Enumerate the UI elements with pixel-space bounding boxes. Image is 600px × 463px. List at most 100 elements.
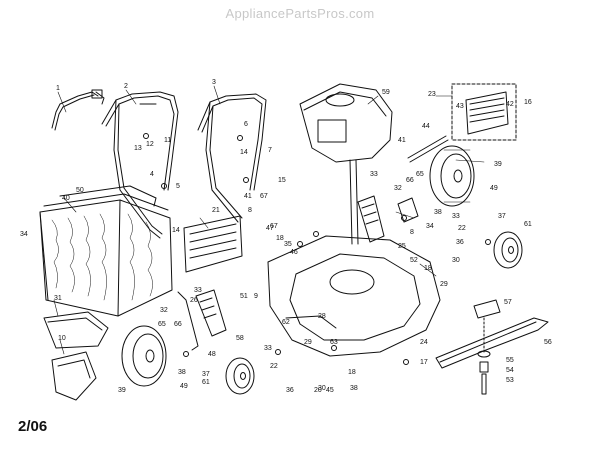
callout-16: 16	[524, 99, 532, 106]
callout-12: 12	[146, 141, 154, 148]
callout-56: 56	[544, 339, 552, 346]
grass-catcher-bag	[39, 185, 173, 317]
callout-66b: 66	[174, 321, 182, 328]
callout-20: 20	[314, 387, 322, 394]
callout-42: 42	[506, 101, 514, 108]
callout-51: 51	[240, 293, 248, 300]
callout-8b: 8	[248, 207, 252, 214]
lower-handle-part	[51, 89, 105, 131]
callout-39a: 39	[494, 161, 502, 168]
callout-2: 2	[124, 83, 128, 90]
callout-30b: 30	[318, 385, 326, 392]
leader-lines	[53, 85, 485, 355]
front-wheel-left	[225, 357, 255, 395]
callout-15: 15	[278, 177, 286, 184]
callout-29b: 29	[304, 339, 312, 346]
callout-67a: 67	[260, 193, 268, 200]
callout-65a: 65	[416, 171, 424, 178]
callout-30a: 30	[452, 257, 460, 264]
callout-40: 40	[62, 195, 70, 202]
engine	[299, 83, 393, 245]
callout-29a: 29	[440, 281, 448, 288]
callout-33a: 33	[370, 171, 378, 178]
callout-4: 4	[150, 171, 154, 178]
callout-38b: 38	[178, 369, 186, 376]
discharge-cover	[51, 351, 97, 401]
callout-53: 53	[506, 377, 514, 384]
rear-baffle	[183, 215, 243, 273]
callout-52: 52	[410, 257, 418, 264]
callout-61a: 61	[524, 221, 532, 228]
callout-38a: 38	[434, 209, 442, 216]
revision-date: 2/06	[18, 418, 48, 435]
callout-38c: 38	[350, 385, 358, 392]
callout-33d: 33	[264, 345, 272, 352]
callout-11: 11	[164, 137, 171, 144]
callout-31: 31	[54, 295, 62, 302]
rear-wheel-left	[121, 325, 167, 387]
watermark-text: AppliancePartsPros.com	[225, 6, 375, 21]
callout-63: 63	[330, 339, 338, 346]
callout-5: 5	[176, 183, 180, 190]
callout-47: 47	[266, 225, 274, 232]
callout-13: 13	[134, 145, 142, 152]
callout-26: 26	[190, 297, 198, 304]
middle-handle-part	[197, 93, 267, 223]
callout-8a: 8	[410, 229, 414, 236]
callout-61b: 61	[202, 379, 210, 386]
rear-door	[465, 91, 509, 135]
cutting-blade	[435, 317, 549, 369]
callout-14b: 14	[240, 149, 248, 156]
callout-57: 57	[504, 299, 512, 306]
height-adjuster-left	[177, 289, 227, 351]
callout-37b: 37	[202, 371, 210, 378]
callout-44: 44	[422, 123, 430, 130]
callout-1: 1	[56, 85, 60, 92]
callout-21: 21	[212, 207, 220, 214]
callout-18c: 18	[348, 369, 356, 376]
callout-66a: 66	[406, 177, 414, 184]
blade-adapter-stack	[473, 299, 501, 395]
callout-33c: 33	[194, 287, 202, 294]
callout-33b: 33	[452, 213, 460, 220]
callout-41b: 41	[244, 193, 252, 200]
callout-6: 6	[244, 121, 248, 128]
upper-handle-part	[101, 91, 179, 239]
callout-labels: 1 2 3 4 5 6 7 11 12 13 14 14 15 16 17 18…	[20, 79, 552, 394]
callout-9: 9	[254, 293, 258, 300]
callout-65b: 65	[158, 321, 166, 328]
callout-22a: 22	[458, 225, 466, 232]
callout-46: 46	[290, 249, 298, 256]
callout-62: 62	[282, 319, 290, 326]
callout-25: 25	[398, 243, 406, 250]
callout-36b: 36	[286, 387, 294, 394]
front-wheel-right	[493, 231, 523, 269]
side-discharge-chute	[43, 311, 109, 349]
callout-32b: 32	[160, 307, 168, 314]
callout-54: 54	[506, 367, 514, 374]
callout-34b: 34	[426, 223, 434, 230]
rear-door-bracket	[451, 83, 517, 141]
callout-18b: 18	[424, 265, 432, 272]
hardware-bolts	[143, 133, 491, 365]
rear-axle	[407, 135, 449, 163]
callout-35: 35	[284, 241, 292, 248]
callout-50: 50	[76, 187, 84, 194]
callout-34a: 34	[20, 231, 28, 238]
callout-41a: 41	[398, 137, 406, 144]
callout-48: 48	[208, 351, 216, 358]
callout-45: 45	[326, 387, 334, 394]
callout-24: 24	[420, 339, 428, 346]
callout-3: 3	[212, 79, 216, 86]
callout-59: 59	[382, 89, 390, 96]
callout-14a: 14	[172, 227, 180, 234]
callout-28: 28	[318, 313, 326, 320]
callout-17: 17	[420, 359, 428, 366]
rear-wheel-right	[429, 145, 475, 207]
callout-43: 43	[456, 103, 464, 110]
callout-55: 55	[506, 357, 514, 364]
callout-32a: 32	[394, 185, 402, 192]
height-adjuster-right	[357, 195, 419, 243]
callout-67b: 67	[270, 223, 278, 230]
